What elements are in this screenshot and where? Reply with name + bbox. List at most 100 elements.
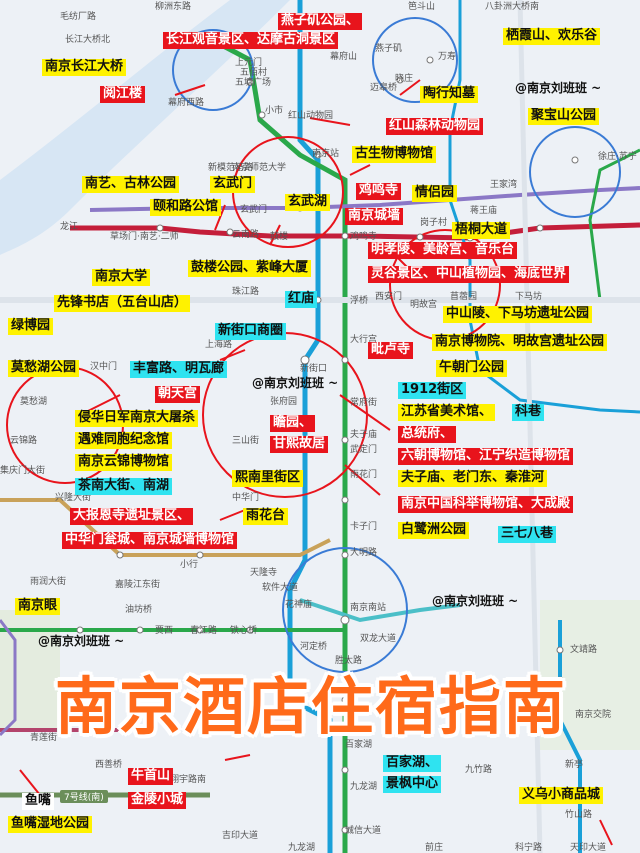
station-label: 莫愁湖 <box>20 397 48 407</box>
station-label: 鼓楼 <box>270 232 289 242</box>
tag-jiming: 鸡鸣寺 <box>356 183 402 200</box>
station-label: 幕府西路 <box>168 98 205 108</box>
tag-jinian: 遇难同胞纪念馆 <box>75 432 173 449</box>
tag-niushou: 牛首山 <box>128 768 174 785</box>
station-label: 五佰村 <box>240 68 268 78</box>
station-label: 南京交院 <box>575 710 612 720</box>
station-label: 浮桥 <box>350 296 369 306</box>
line-2 <box>70 222 640 241</box>
watermark-handle: @南京刘班班 ~ <box>432 594 519 608</box>
tag-nanbo: 南京博物院、明故宫遗址公园 <box>432 334 608 351</box>
station-label: 翔宇路南 <box>170 775 207 785</box>
tag-wengcheng: 中华门瓮城、南京城墙博物馆 <box>62 532 238 549</box>
station-label: 西善桥 <box>95 760 123 770</box>
station-label: 河定桥 <box>300 642 328 652</box>
tag-nanyi: 南艺、古林公园 <box>82 176 180 193</box>
station-label: 集庆门大街 <box>0 466 46 476</box>
tag-yuzui: 鱼嘴 <box>22 793 55 810</box>
station-label: 大行宫 <box>350 335 378 345</box>
station-label: 新街口 <box>300 364 328 374</box>
station-label: 夫子庙 <box>350 430 378 440</box>
station-label: 嘉陵江东街 <box>115 580 161 590</box>
tag-zongtong: 总统府、 <box>398 426 457 443</box>
station-label: 明故宫 <box>410 300 438 310</box>
station-label: 天隆寺 <box>250 568 278 578</box>
tag-kexiang: 科巷 <box>512 404 545 421</box>
tag-zhanyuan: 瞻园、 <box>270 415 316 432</box>
station-label: 八卦洲大桥南 <box>485 2 540 12</box>
tag-keju: 南京中国科举博物馆、大成殿 <box>398 496 574 513</box>
station-label: 燕子矶 <box>375 44 403 54</box>
tag-minghao: 明孝陵、美龄宫、音乐台 <box>368 242 518 259</box>
tag-changjiang: 长江观音景区、达摩古洞景区 <box>163 32 339 49</box>
station-label: 贾西 <box>155 626 174 636</box>
circle-maigaoqiao <box>372 17 458 103</box>
station-label: 柳洲东路 <box>155 2 192 12</box>
station-label: 蒋王庙 <box>470 206 498 216</box>
station-label: 武定门 <box>350 445 378 455</box>
station-label: 珠江路 <box>232 287 260 297</box>
tag-sanqiba: 三七八巷 <box>498 526 557 543</box>
station-label: 王家湾 <box>490 180 518 190</box>
tag-yuejiang: 阅江楼 <box>100 86 146 103</box>
station-label: 汉中门 <box>90 362 118 372</box>
station-label: 九龙湖 <box>350 782 378 792</box>
station-label: 三山街 <box>232 436 260 446</box>
tag-meishu: 江苏省美术馆、 <box>398 404 496 421</box>
tag-ganxi: 甘熙故居 <box>270 436 329 453</box>
watermark-handle: @南京刘班班 ~ <box>252 376 339 390</box>
tag-daqiao: 南京长江大桥 <box>42 59 127 76</box>
station-label: 软件大道 <box>262 583 299 593</box>
station-label: 岗子村 <box>420 218 448 228</box>
station-label: 西安门 <box>375 292 403 302</box>
tag-xuanwumen: 玄武门 <box>210 176 256 193</box>
tag-jubaoshan: 聚宝山公园 <box>528 108 600 125</box>
station-label: 小行 <box>180 560 199 570</box>
line-s1 <box>299 598 461 623</box>
station-label: 草场门·南艺·二师 <box>110 232 179 242</box>
tag-xinjiekou: 新街口商圈 <box>215 323 287 340</box>
station-label: 龙江 <box>60 222 79 232</box>
tag-chengqiang: 南京城墙 <box>345 208 404 225</box>
station-label: 鸡鸣寺 <box>350 232 378 242</box>
yangtze-river <box>0 0 290 255</box>
station-label: 科宁路 <box>515 843 543 853</box>
station-label: 上海路 <box>205 340 233 350</box>
tag-baoen: 大报恩寺遗址景区、 <box>70 508 194 525</box>
station-label: 九竹路 <box>465 765 493 775</box>
station-label: 百家湖 <box>345 740 373 750</box>
page-title: 南京酒店住宿指南 <box>55 670 568 743</box>
tag-datusha: 侵华日军南京大屠杀 <box>75 410 199 427</box>
station-label: 前庄 <box>425 843 444 853</box>
station-label: 中华门 <box>232 493 260 503</box>
station-label: 南京师范大学 <box>232 163 287 173</box>
tag-yihe: 颐和路公馆 <box>150 199 222 216</box>
station-label: 五塘广场 <box>235 78 272 88</box>
station-label: 兴隆大街 <box>55 493 92 503</box>
tag-1912: 1912街区 <box>398 382 467 399</box>
station-label: 卡子门 <box>350 522 378 532</box>
station-label: 玄武门 <box>240 205 268 215</box>
station-label: 吉印大道 <box>222 831 259 841</box>
station-label: 雨花门 <box>350 470 378 480</box>
tag-nanda: 南京大学 <box>92 269 151 286</box>
station-label: 文靖路 <box>570 645 598 655</box>
tag-fuzimiao: 夫子庙、老门东、秦淮河 <box>398 470 548 487</box>
tag-chadong: 茶南大街、南湖 <box>75 478 173 495</box>
tag-yunjin: 南京云锦博物馆 <box>75 454 173 471</box>
station-label: 新模范马路 <box>208 163 254 173</box>
tag-jinling: 金陵小城 <box>128 792 187 809</box>
tag-xianfeng: 先锋书店（五台山店） <box>54 295 191 312</box>
tag-zhongshanling: 中山陵、下马坊遗址公园 <box>443 306 593 323</box>
station-label: 铁心桥 <box>230 626 258 636</box>
station-label: 张府园 <box>270 397 298 407</box>
tag-chaotian: 朝天宫 <box>155 386 201 403</box>
station-label: 云锦路 <box>10 436 38 446</box>
circle-daqiao <box>172 29 254 111</box>
station-label: 晓庄 <box>395 74 414 84</box>
station-label: 毛纺厂路 <box>60 12 97 22</box>
station-label: 长江大桥北 <box>65 35 111 45</box>
tag-wutong: 梧桐大道 <box>452 222 511 239</box>
station-label: 常府街 <box>350 398 378 408</box>
